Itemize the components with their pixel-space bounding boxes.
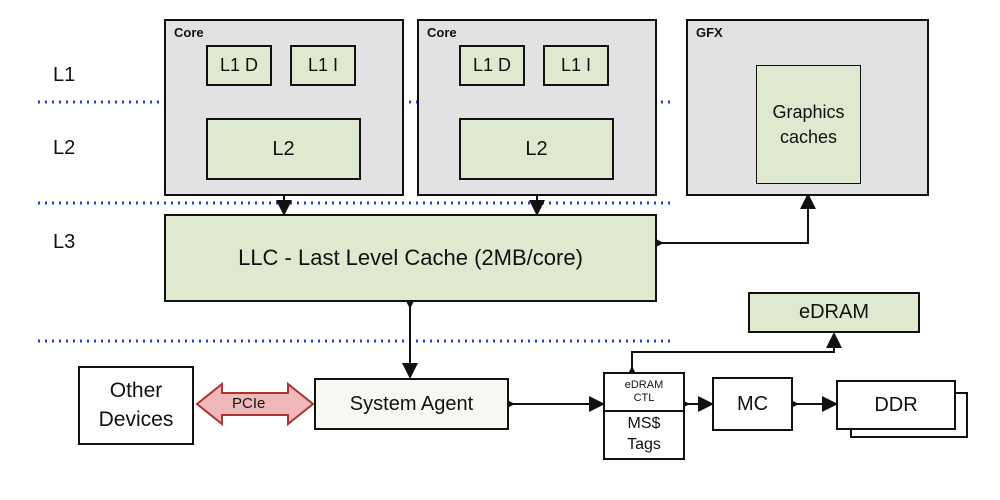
system-agent-box: System Agent [314,378,509,430]
core-2-l1d-label: L1 D [472,55,512,75]
graphics-caches-label: Graphics caches [772,102,845,147]
pcie-label: PCIe [232,395,266,412]
core-1-l1i-label: L1 I [307,55,339,75]
pcie-arrow [195,381,315,427]
mc-box: MC [712,377,793,431]
core-2-l1d: L1 D [459,45,525,86]
graphics-caches: Graphics caches [756,65,861,184]
llc-gfx-arrow [648,193,816,251]
llc-box: LLC - Last Level Cache (2MB/core) [164,214,657,302]
ms-tags-label: MS$ Tags [627,415,661,453]
system-agent-label: System Agent [349,392,474,415]
llc-label: LLC - Last Level Cache (2MB/core) [238,245,583,270]
core-1-l1i: L1 I [290,45,356,86]
core-2-l2: L2 [459,118,614,180]
core-1-l2: L2 [206,118,361,180]
level-label-l2: L2 [53,137,76,159]
watermark [300,290,420,370]
other-devices-label: Other Devices [98,379,174,431]
level-label-l1: L1 [53,64,76,86]
core-2-l1i-label: L1 I [560,55,592,75]
mc-label: MC [736,392,769,415]
ddr-label: DDR [874,393,918,416]
gfx-title: GFX [696,25,723,40]
core-1-l1d: L1 D [206,45,272,86]
edram-ctl-edram-arrow [624,332,842,382]
core-1-l2-label: L2 [272,137,295,160]
edram-label: eDRAM [798,301,869,323]
core-2-l1i: L1 I [543,45,609,86]
core-1-title: Core [174,25,204,40]
edram-ctl-box: eDRAM CTL [603,372,685,412]
level-label-l3: L3 [53,231,76,253]
edram-ctl-label: eDRAM CTL [624,378,664,404]
core-1-l1d-label: L1 D [219,55,259,75]
core-2-title: Core [427,25,457,40]
edram-box: eDRAM [748,292,920,333]
core-2-l2-label: L2 [525,137,548,160]
other-devices-box: Other Devices [78,366,194,445]
ms-tags-box: MS$ Tags [603,410,685,460]
ddr-box: DDR [836,380,956,430]
